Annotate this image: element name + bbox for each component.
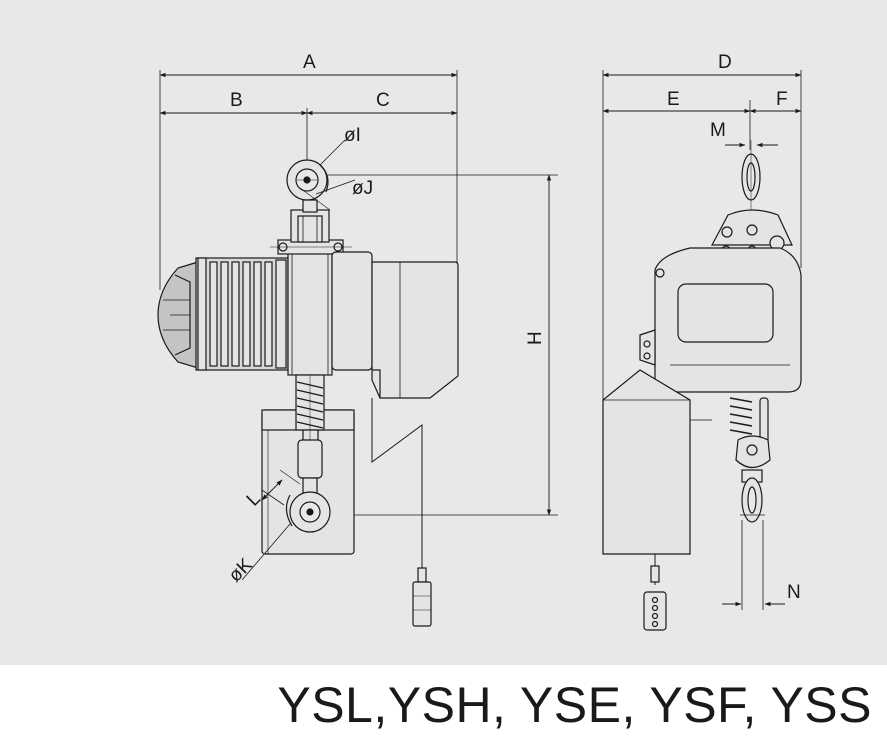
pendant-switch-front bbox=[412, 567, 432, 627]
side-main-body bbox=[639, 247, 802, 393]
front-dimension-arrows bbox=[159, 72, 552, 516]
hoist-technical-drawing: A B C øI øJ H L øK D E F M N bbox=[157, 52, 802, 631]
label-f: F bbox=[776, 89, 788, 110]
side-dimension-arrows bbox=[602, 72, 802, 607]
front-view bbox=[157, 70, 558, 627]
motor-end-cap bbox=[157, 261, 199, 369]
label-c: C bbox=[376, 90, 390, 111]
label-m: M bbox=[710, 120, 726, 141]
label-b: B bbox=[230, 90, 243, 111]
control-box bbox=[331, 251, 459, 399]
suspension-bracket bbox=[290, 199, 330, 243]
label-h: H bbox=[525, 331, 546, 345]
dim-l-line bbox=[261, 479, 283, 501]
pendant-switch-side bbox=[643, 554, 667, 631]
label-k: øK bbox=[225, 554, 257, 586]
label-a: A bbox=[303, 52, 316, 73]
model-caption: YSL,YSH, YSE, YSF, YSS bbox=[277, 677, 872, 733]
label-n: N bbox=[787, 582, 801, 603]
side-top-hook bbox=[741, 140, 761, 215]
top-hook bbox=[286, 159, 329, 201]
label-e: E bbox=[667, 89, 680, 110]
side-chain-spring bbox=[729, 397, 771, 483]
label-d: D bbox=[718, 52, 732, 73]
side-view bbox=[602, 70, 802, 631]
drawing-panel: A B C øI øJ H L øK D E F M N bbox=[0, 0, 887, 665]
power-cable bbox=[371, 398, 423, 568]
bottom-hook bbox=[285, 439, 331, 533]
label-j: øJ bbox=[352, 178, 373, 199]
label-i: øI bbox=[344, 125, 361, 146]
side-bottom-hook bbox=[740, 477, 765, 523]
motor-cooling-fins bbox=[195, 257, 289, 371]
side-chain-bucket bbox=[602, 369, 712, 555]
gear-housing bbox=[270, 239, 352, 376]
